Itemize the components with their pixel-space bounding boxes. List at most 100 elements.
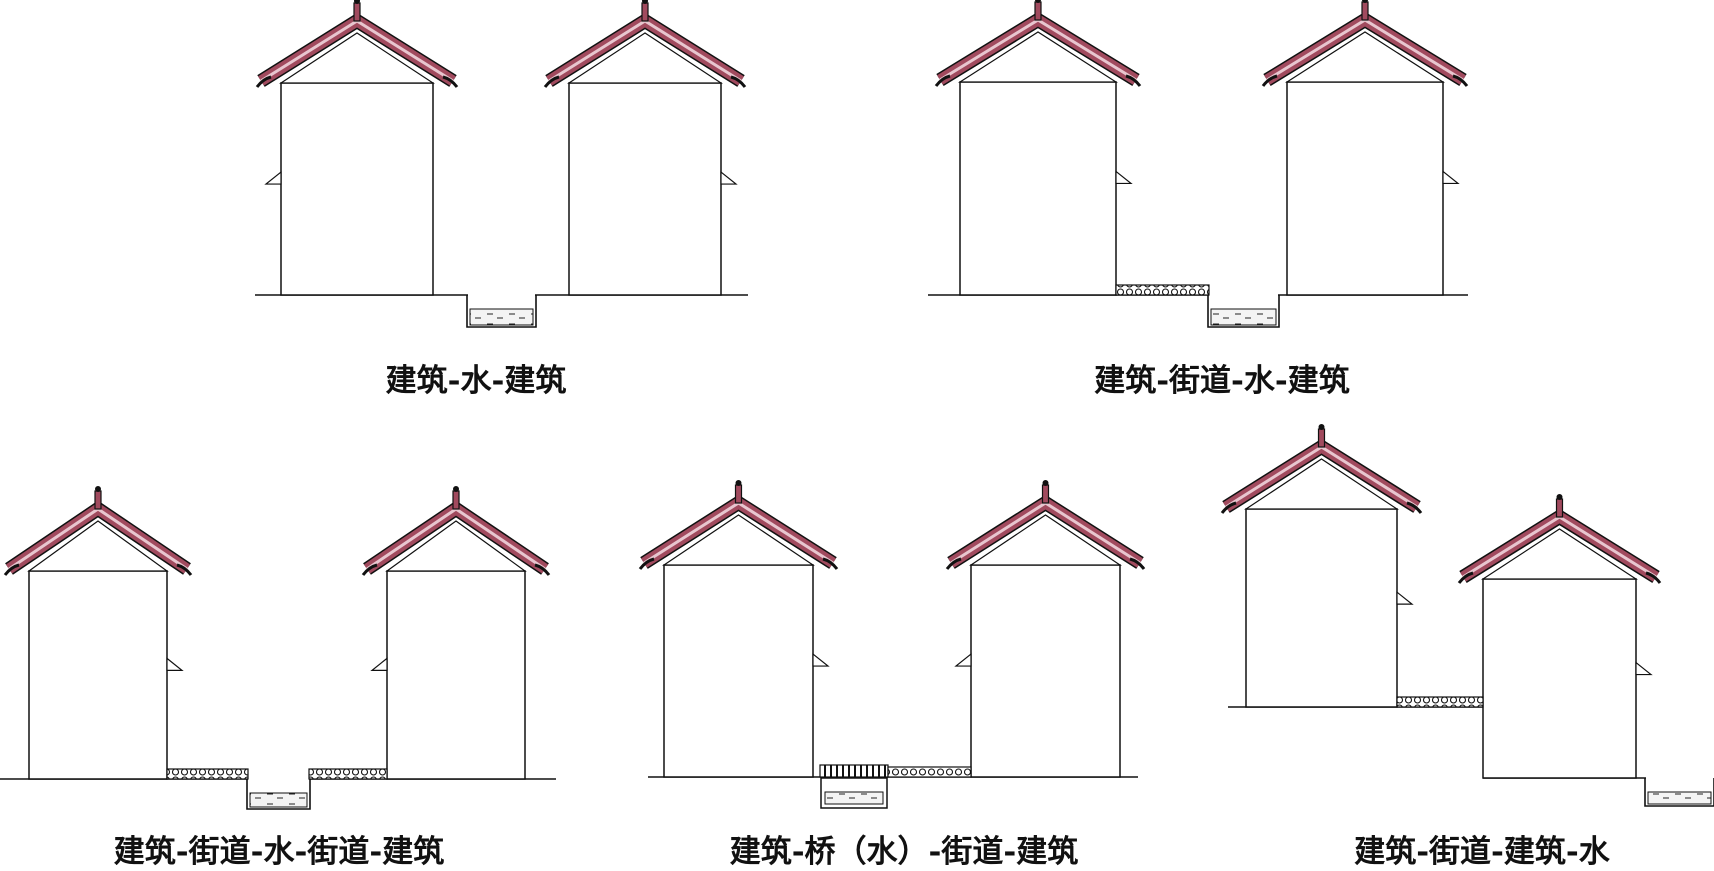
- eave-tip-right: [442, 75, 459, 88]
- building-wall: [280, 82, 434, 296]
- roof: [1220, 424, 1423, 514]
- eave-tip-right: [1645, 571, 1662, 584]
- caption-building-street-water-street-building: 建筑-街道-水-街道-建筑: [113, 834, 445, 870]
- building: [3, 486, 193, 780]
- building-wall: [1245, 508, 1398, 708]
- caption-building-water-building: 建筑-水-建筑: [385, 363, 567, 399]
- building: [1220, 424, 1423, 708]
- canal-water: [1210, 308, 1277, 326]
- ridge-finial: [1035, 0, 1041, 3]
- canal-water: [824, 791, 884, 805]
- eave-tip-right: [822, 557, 839, 570]
- eave-tip-left: [1261, 74, 1278, 87]
- caption-building-street-building-water: 建筑-街道-建筑-水: [1354, 834, 1610, 870]
- eave-tip-right: [730, 75, 747, 88]
- ridge-finial: [735, 480, 742, 486]
- ridge-ornament: [1041, 484, 1050, 504]
- roof: [638, 480, 839, 570]
- roof-gable: [1480, 528, 1639, 580]
- eave-tip-left: [945, 557, 962, 570]
- ridge-ornament: [94, 490, 102, 510]
- eave-tip-left: [255, 75, 272, 88]
- roof-gable: [1244, 458, 1399, 510]
- eave-tip-left: [638, 557, 655, 570]
- roof-gable: [278, 32, 436, 84]
- roof-gable: [957, 31, 1119, 83]
- roof: [945, 480, 1146, 570]
- panel-building-bridge-street-building: [638, 480, 1146, 809]
- awning: [812, 652, 830, 667]
- canal-bank: [1207, 295, 1280, 328]
- street-pavement: [1396, 696, 1484, 708]
- building-wall: [28, 570, 168, 780]
- roof-gable: [566, 32, 724, 84]
- roof: [3, 486, 193, 576]
- eave-tip-right: [1406, 501, 1423, 514]
- building: [945, 480, 1146, 778]
- street-pavement: [166, 768, 249, 780]
- panel-building-street-water-building: [928, 0, 1469, 328]
- ridge-ornament: [452, 490, 460, 510]
- building-wall: [1286, 81, 1444, 296]
- ridge-ornament: [1317, 428, 1326, 448]
- ridge-finial: [1318, 424, 1325, 430]
- roof-gable: [1284, 31, 1446, 83]
- building-wall: [568, 82, 722, 296]
- ridge-ornament: [353, 2, 361, 22]
- building: [543, 0, 747, 296]
- awning: [954, 652, 972, 667]
- eave-tip-left: [3, 563, 20, 576]
- roof-gable: [27, 520, 169, 572]
- roof: [1261, 0, 1469, 87]
- caption-building-bridge-street-building: 建筑-桥（水）-街道-建筑: [729, 834, 1079, 870]
- building: [1457, 494, 1662, 779]
- building: [1261, 0, 1469, 296]
- canal-bank: [1644, 778, 1714, 807]
- street-pavement: [308, 768, 388, 780]
- roof: [543, 0, 747, 88]
- bridge-deck: [819, 764, 889, 778]
- eave-tip-left: [1457, 571, 1474, 584]
- ridge-ornament: [734, 484, 743, 504]
- building: [934, 0, 1142, 296]
- eave-tip-left: [1220, 501, 1237, 514]
- canal-water: [469, 308, 534, 326]
- panel-building-water-building: [255, 0, 748, 328]
- eave-tip-right: [534, 563, 551, 576]
- roof: [1457, 494, 1662, 584]
- canal-bank: [246, 779, 311, 810]
- canal-water: [1647, 791, 1712, 805]
- building-wall: [1482, 578, 1637, 779]
- eave-tip-right: [176, 563, 193, 576]
- roof-gable: [662, 514, 815, 566]
- eave-tip-left: [934, 74, 951, 87]
- roof-gable: [969, 514, 1122, 566]
- awning: [1396, 590, 1414, 605]
- ridge-finial: [1556, 494, 1563, 500]
- ridge-finial: [354, 0, 360, 4]
- ridge-ornament: [1034, 1, 1042, 21]
- canal-water: [249, 792, 308, 808]
- ridge-finial: [642, 0, 648, 4]
- building-wall: [663, 564, 814, 778]
- awning: [1115, 170, 1133, 185]
- panel-building-street-water-street-building: [0, 486, 556, 810]
- caption-building-street-water-building: 建筑-街道-水-建筑: [1094, 363, 1350, 399]
- ridge-ornament: [641, 2, 649, 22]
- building-wall: [386, 570, 526, 780]
- awning: [166, 657, 184, 671]
- building-wall: [970, 564, 1121, 778]
- ridge-finial: [1362, 0, 1368, 3]
- eave-tip-left: [543, 75, 560, 88]
- eave-tip-left: [361, 563, 378, 576]
- awning: [264, 170, 282, 185]
- awning: [1442, 170, 1460, 185]
- building: [255, 0, 459, 296]
- canal-bank: [466, 295, 537, 328]
- ridge-finial: [453, 486, 459, 492]
- roof: [934, 0, 1142, 87]
- eave-tip-right: [1129, 557, 1146, 570]
- ridge-finial: [1042, 480, 1049, 486]
- panel-building-street-building-water: [1220, 424, 1714, 807]
